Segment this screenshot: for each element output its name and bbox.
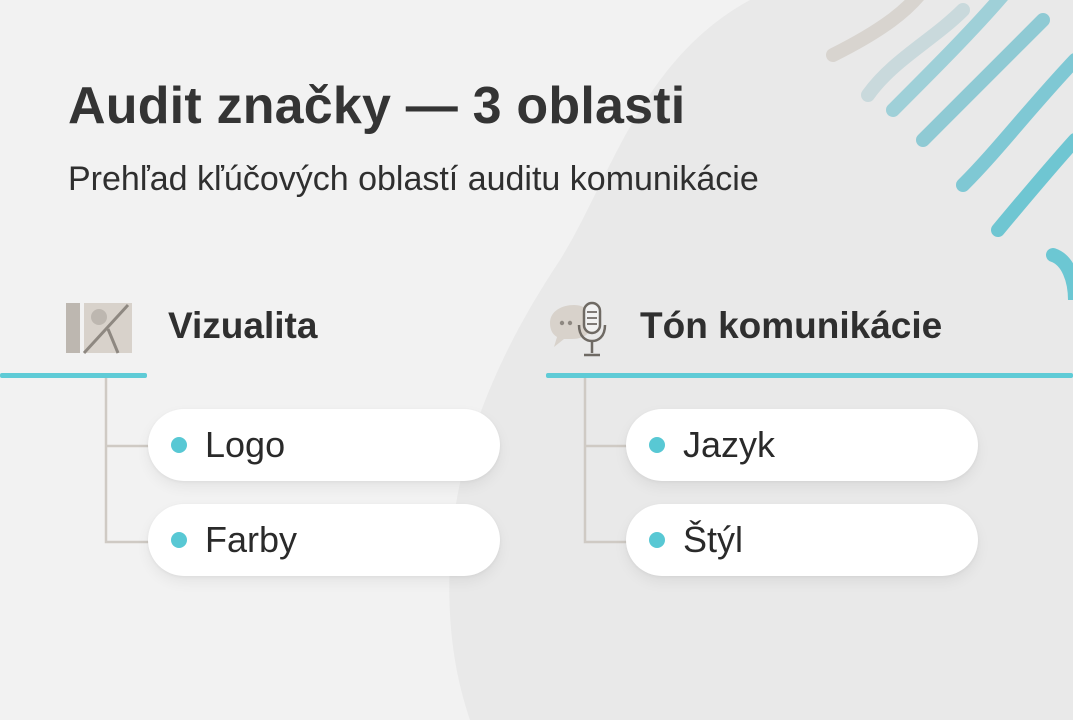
list-item-logo: Logo <box>148 409 500 481</box>
branch-ton-komunikacie: Tón komunikácie Jazyk Štýl <box>546 295 1073 595</box>
list-item-jazyk: Jazyk <box>626 409 978 481</box>
bullet-dot <box>649 532 665 548</box>
bullet-dot <box>171 437 187 453</box>
bullet-dot <box>171 532 187 548</box>
list-item-styl: Štýl <box>626 504 978 576</box>
image-gallery-icon <box>66 303 132 355</box>
chat-microphone-icon <box>550 301 607 357</box>
tree-connector <box>583 378 631 544</box>
item-label: Jazyk <box>683 424 776 465</box>
item-label: Farby <box>205 519 298 560</box>
tree-connector <box>104 378 152 544</box>
bullet-dot <box>649 437 665 453</box>
branch-vizualita: Vizualita Logo Farby <box>0 295 520 595</box>
branch-title: Vizualita <box>168 305 318 346</box>
branch-underline <box>0 373 147 378</box>
page-title: Audit značky — 3 oblasti <box>68 77 686 135</box>
item-label: Štýl <box>683 519 744 560</box>
decorative-stripes <box>826 0 1073 300</box>
branch-title: Tón komunikácie <box>640 305 943 346</box>
list-item-farby: Farby <box>148 504 500 576</box>
page-subtitle: Prehľad kľúčových oblastí auditu komunik… <box>68 160 759 198</box>
branch-underline <box>546 373 1073 378</box>
item-label: Logo <box>205 424 286 465</box>
